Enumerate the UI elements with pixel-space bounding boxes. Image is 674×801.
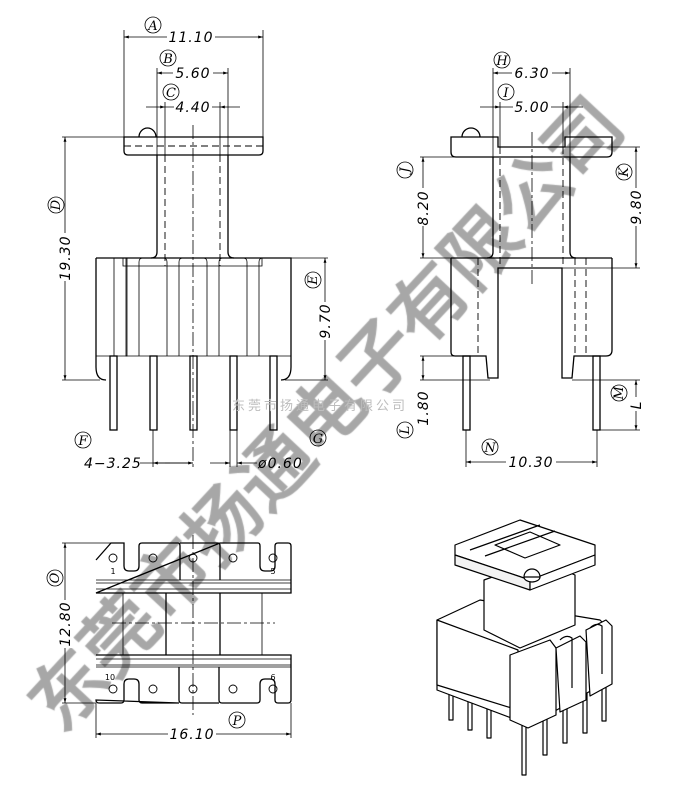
dim-o-value: 12.80 [58,601,74,646]
front-view: 11.10 A 5.60 B 4.40 C 19.30 D 9.70 E 4−3… [47,16,334,472]
dim-a-value: 11.10 [168,30,213,46]
dim-d-label: D [49,199,64,211]
pin-number-10: 10 [105,673,115,682]
dim-c-value: 4.40 [175,100,210,116]
side-flange [450,136,613,158]
dim-g-value: ø0.60 [257,456,303,472]
locating-bump [138,127,157,138]
pin-holes [108,553,278,694]
watermark-small: 东莞市扬通电子有限公司 [232,398,408,414]
dim-e-value: 9.70 [318,303,334,338]
dim-i-value: 5.00 [514,100,549,116]
dim-l-label: L [398,426,413,436]
dim-f-value: 4−3.25 [84,456,142,472]
dim-h-value: 6.30 [514,66,549,82]
dim-a-label: A [147,19,157,34]
dim-l-value: 1.80 [416,390,432,425]
side-pin-left [462,355,471,431]
dim-j-label: J [398,167,413,176]
dim-f-label: F [77,434,88,449]
top-flange [123,136,264,156]
dim-h-label: H [495,54,508,69]
dim-b-value: 5.60 [175,66,210,82]
dim-n-value: 10.30 [508,455,553,471]
dim-p-value: 16.10 [169,727,214,743]
pins [109,355,278,431]
side-pin-right [592,355,601,431]
pin-number-1: 1 [110,567,115,576]
side-view: 6.30 H 5.00 I 8.20 J 9.80 K 1.80 L L M [396,51,645,471]
dim-m-value: L [629,401,645,410]
dim-d-value: 19.30 [58,235,74,280]
base [95,257,292,381]
dim-b-label: B [162,52,173,67]
dim-g-label: G [313,432,323,447]
bottom-view: 1 5 10 6 12.80 O 16.10 P [46,535,292,743]
dim-j-value: 8.20 [416,190,432,225]
dim-k-label: K [617,166,632,178]
dim-o-label: O [48,572,63,583]
dim-i-label: I [502,86,509,101]
pin-number-6: 6 [270,673,275,682]
pin-number-5: 5 [270,567,275,576]
dim-n-label: N [483,441,496,456]
isometric-view [436,519,613,776]
top-rail [95,542,292,594]
bottom-rail [95,654,292,704]
dim-p-label: P [232,714,242,729]
dim-e-label: E [306,275,321,286]
dim-k-value: 9.80 [629,189,645,224]
dim-c-label: C [166,86,176,101]
dim-m-label: M [612,386,627,401]
